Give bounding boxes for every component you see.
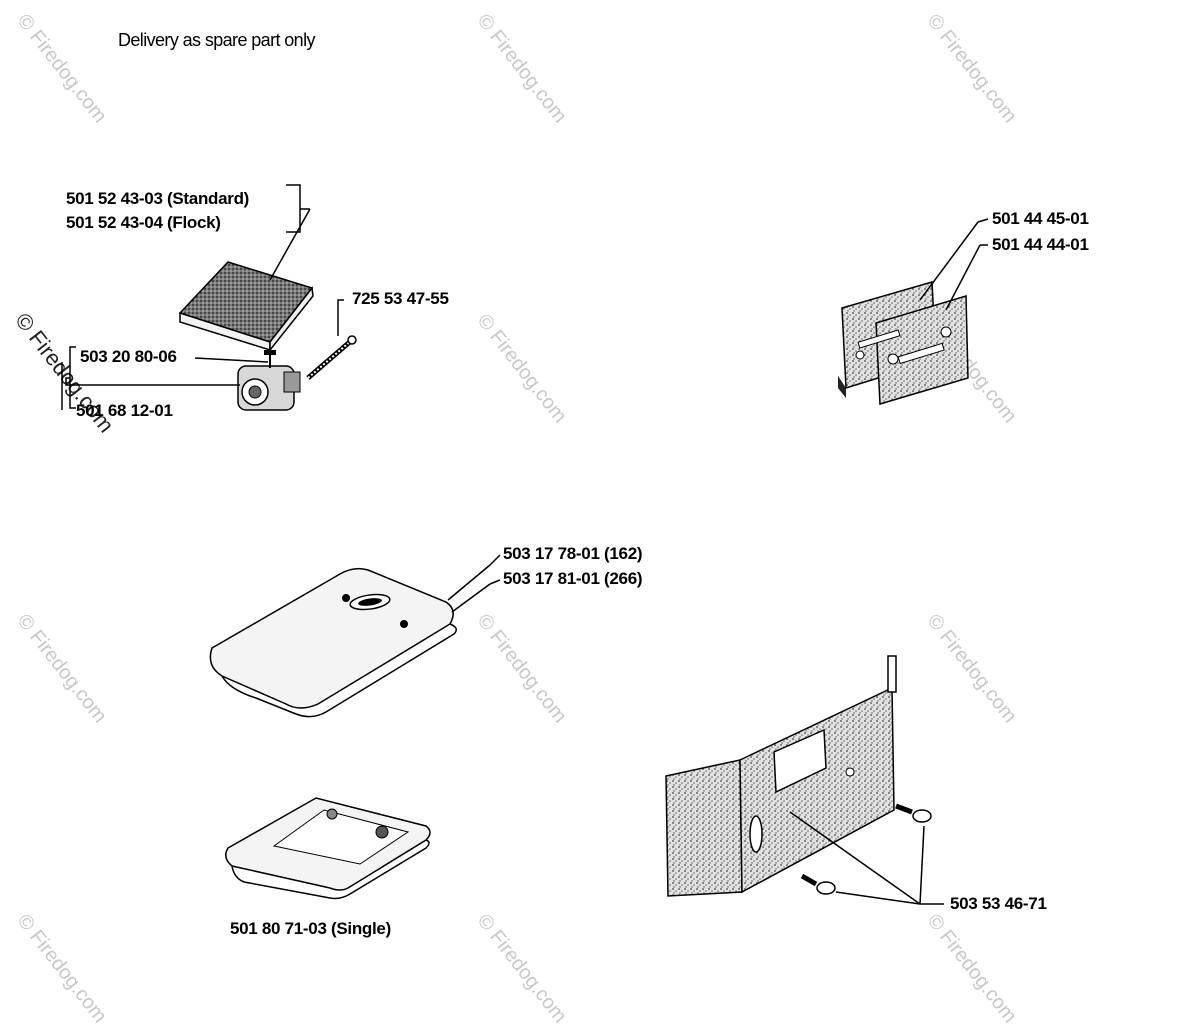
part-label-air-filter-standard: 501 52 43-03 (Standard) bbox=[66, 189, 250, 208]
air-filter-drawing bbox=[178, 261, 314, 353]
bracket-plate-drawing bbox=[665, 655, 897, 897]
cover-drawing bbox=[209, 567, 457, 718]
leader-bolt bbox=[337, 299, 344, 336]
single-filter-drawing bbox=[225, 797, 431, 900]
leader-screw bbox=[789, 811, 944, 905]
part-label-gasket-a: 503 20 80-06 bbox=[80, 347, 177, 366]
part-label-carburetor: 501 68 12-01 bbox=[76, 401, 173, 420]
leader-cover bbox=[447, 554, 501, 613]
parts-diagram bbox=[61, 184, 989, 905]
bolt-drawing bbox=[306, 335, 357, 380]
part-label-gasket-plate-2: 501 44 44-01 bbox=[992, 235, 1089, 254]
part-label-air-filter-flock: 501 52 43-04 (Flock) bbox=[66, 213, 221, 232]
part-label-cover-162: 503 17 78-01 (162) bbox=[503, 544, 643, 563]
part-label-cover-266: 503 17 81-01 (266) bbox=[503, 569, 643, 588]
part-label-bolt: 725 53 47-55 bbox=[352, 289, 449, 308]
carburetor-drawing bbox=[237, 350, 301, 411]
leader-gasket-plates bbox=[919, 218, 989, 311]
part-label-gasket-plate-1: 501 44 45-01 bbox=[992, 209, 1089, 228]
header-note: Delivery as spare part only bbox=[118, 30, 316, 50]
gasket-plates-drawing bbox=[838, 281, 969, 405]
leader-air-filter bbox=[269, 184, 311, 281]
part-label-filter-single: 501 80 71-03 (Single) bbox=[230, 919, 391, 938]
part-label-screw: 503 53 46-71 bbox=[950, 894, 1047, 913]
screw-drawing bbox=[800, 803, 932, 895]
leader-carburetor bbox=[61, 346, 269, 410]
